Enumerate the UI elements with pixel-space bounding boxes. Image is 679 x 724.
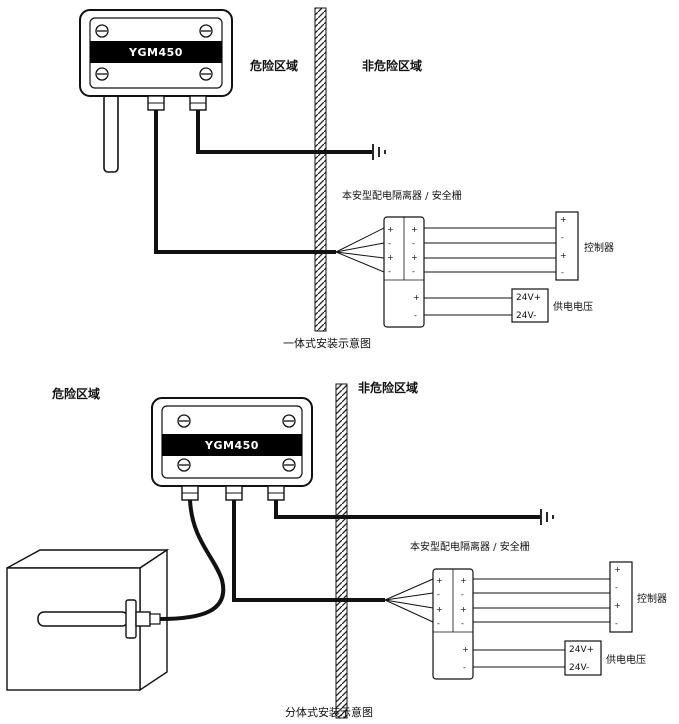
- controller-label: 控制器: [637, 592, 667, 605]
- plus-sign: +: [411, 253, 418, 262]
- screw-icon: [177, 458, 191, 472]
- plus-sign: +: [436, 576, 443, 585]
- supply-label: 供电电压: [553, 300, 593, 313]
- plus-sign: +: [387, 253, 394, 262]
- controller-wires: [424, 227, 556, 273]
- ground-icon: [372, 144, 386, 160]
- supply-minus: 24V-: [516, 311, 536, 321]
- screw-icon: [199, 24, 213, 38]
- plus-sign: +: [387, 225, 394, 234]
- plus-sign: +: [460, 605, 467, 614]
- supply-wires: [473, 649, 567, 668]
- screw-icon: [282, 414, 296, 428]
- plus-sign: +: [436, 605, 443, 614]
- fan-wires: [335, 227, 385, 273]
- minus-sign: -: [463, 663, 466, 672]
- controller-box: [609, 561, 633, 633]
- supply-label: 供电电压: [606, 653, 646, 666]
- diagram-caption: 一体式安装示意图: [283, 336, 371, 350]
- plus-sign: +: [560, 251, 567, 260]
- device-label: YGM450: [204, 439, 259, 452]
- plus-sign: +: [413, 293, 420, 302]
- supply-minus: 24V-: [569, 663, 589, 673]
- probe-cable: [159, 499, 226, 621]
- minus-sign: -: [437, 619, 440, 628]
- supply-box: [511, 288, 549, 323]
- controller-wires: [473, 578, 610, 623]
- supply-plus: 24V+: [569, 645, 594, 655]
- split-installation-diagram: YGM450 本安型配电隔离器 / 安全栅 + - + - + - +: [6, 380, 667, 719]
- device-label-band: [162, 434, 302, 456]
- plus-sign: +: [411, 225, 418, 234]
- minus-sign: -: [561, 233, 564, 242]
- plus-sign: +: [614, 565, 621, 574]
- transmitter-device: [151, 397, 313, 501]
- ground-icon: [540, 509, 554, 525]
- supply-plus: 24V+: [516, 293, 541, 303]
- device-label-band: [90, 41, 222, 63]
- screw-icon: [95, 67, 109, 81]
- minus-sign: -: [414, 311, 417, 320]
- minus-sign: -: [412, 239, 415, 248]
- controller-label: 控制器: [584, 241, 614, 254]
- minus-sign: -: [561, 268, 564, 277]
- ground-cable: [196, 110, 372, 154]
- sensor-probe: [103, 93, 119, 173]
- supply-box: [564, 640, 602, 676]
- wall-barrier: [335, 383, 348, 719]
- screw-icon: [282, 458, 296, 472]
- integrated-installation-diagram: YGM450 本安型配电隔离器 / 安全栅 + - + - + -: [79, 7, 614, 350]
- device-label: YGM450: [128, 46, 183, 59]
- minus-sign: -: [615, 619, 618, 628]
- safe-zone-label: 非危险区域: [358, 380, 418, 395]
- minus-sign: -: [461, 590, 464, 599]
- screw-icon: [199, 67, 213, 81]
- ground-cable: [274, 500, 540, 519]
- diagram-caption: 分体式安装示意图: [285, 705, 373, 719]
- barrier-label: 本安型配电隔离器 / 安全栅: [410, 540, 530, 553]
- signal-cable: [232, 500, 385, 602]
- screw-icon: [177, 414, 191, 428]
- minus-sign: -: [388, 267, 391, 276]
- supply-wires: [424, 297, 514, 316]
- minus-sign: -: [388, 239, 391, 248]
- fan-wires: [384, 578, 434, 623]
- controller-box: [555, 211, 579, 281]
- screw-icon: [95, 24, 109, 38]
- hazard-zone-label: 危险区域: [249, 58, 298, 73]
- safe-zone-label: 非危险区域: [362, 58, 422, 73]
- hazard-zone-label: 危险区域: [51, 386, 100, 401]
- plus-sign: +: [460, 576, 467, 585]
- signal-cable: [154, 110, 336, 254]
- transmitter-device: [79, 9, 233, 111]
- duct-box: [6, 548, 170, 692]
- minus-sign: -: [461, 619, 464, 628]
- wall-barrier: [314, 7, 327, 332]
- plus-sign: +: [462, 645, 469, 654]
- barrier-label: 本安型配电隔离器 / 安全栅: [342, 189, 462, 202]
- minus-sign: -: [412, 267, 415, 276]
- minus-sign: -: [615, 583, 618, 592]
- plus-sign: +: [560, 215, 567, 224]
- plus-sign: +: [614, 601, 621, 610]
- minus-sign: -: [437, 590, 440, 599]
